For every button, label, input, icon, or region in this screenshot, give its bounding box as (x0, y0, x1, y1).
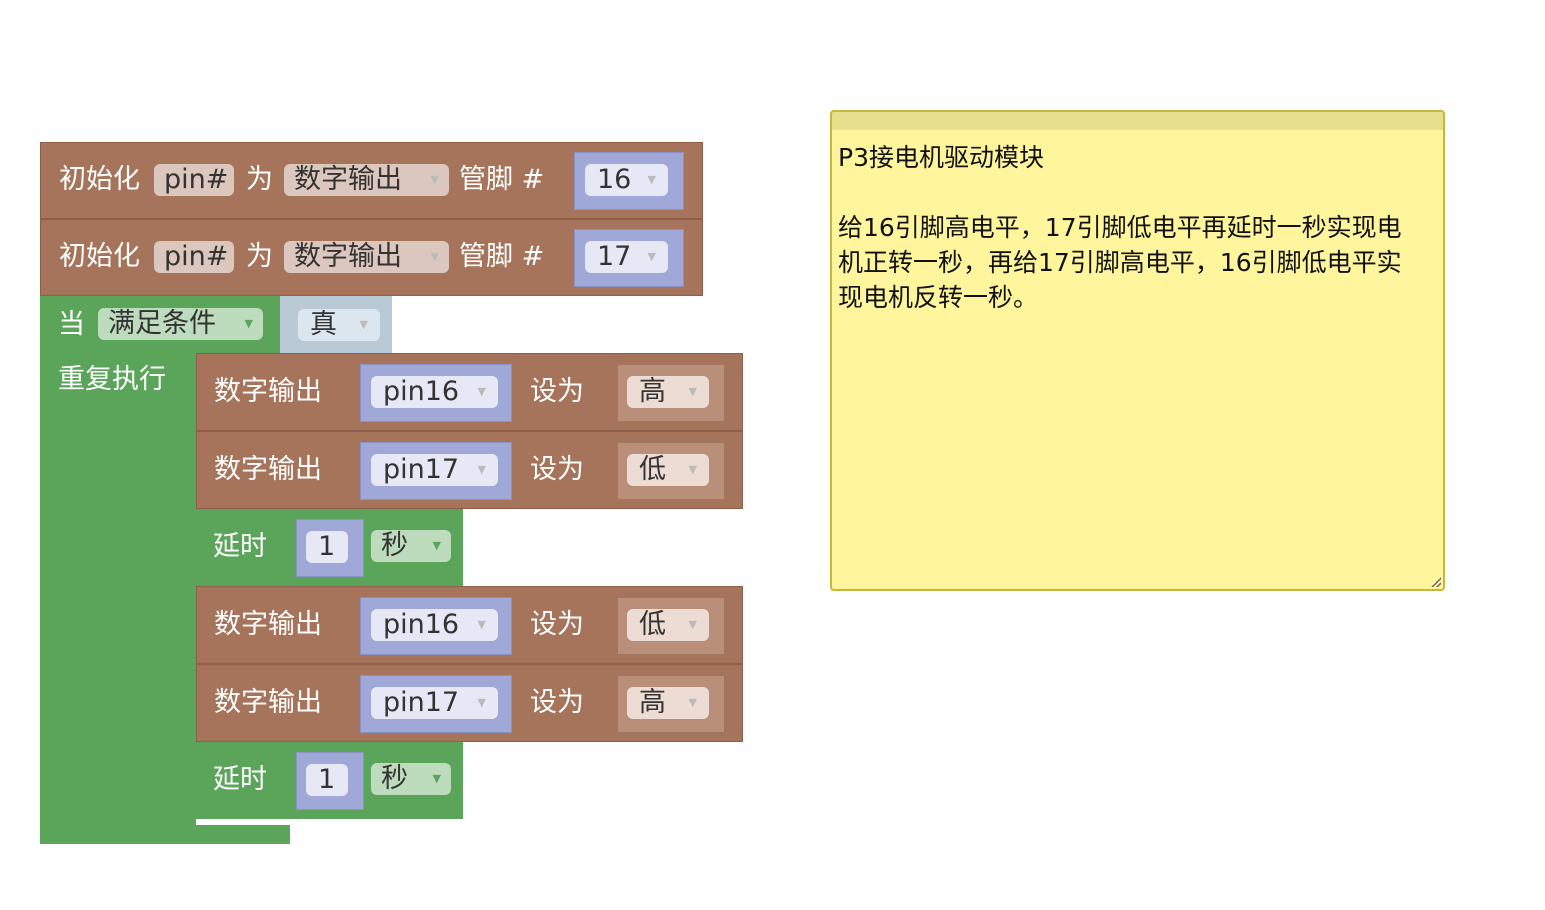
variable-dropdown[interactable]: pin# (154, 241, 234, 273)
as-label: 为 (246, 164, 273, 195)
comment-text[interactable]: P3接电机驱动模块 给16引脚高电平，17引脚低电平再延时一秒实现电机正转一秒，… (838, 143, 1402, 312)
digital-write-label: 数字输出 (214, 376, 322, 407)
variable-value: pin# (164, 164, 229, 195)
condition-dropdown[interactable]: 满足条件 ▼ (98, 308, 263, 340)
level-value: 低 (639, 454, 666, 485)
level-dropdown[interactable]: 低▼ (627, 454, 709, 486)
level-value: 高 (639, 376, 666, 407)
when-label: 当 (58, 309, 85, 340)
amount-value: 1 (318, 531, 336, 562)
level-value: 高 (639, 687, 666, 718)
mode-value: 数字输出 (294, 241, 402, 272)
variable-value: pin# (164, 241, 229, 272)
unit-dropdown[interactable]: 秒▼ (371, 530, 451, 562)
delay-block-1[interactable]: 延时 1 秒▼ (196, 509, 463, 586)
digital-write-label: 数字输出 (214, 609, 322, 640)
amount-value: 1 (318, 764, 336, 795)
init-block-1[interactable]: 初始化 pin# 为 数字输出 ▼ 管脚 # 16 ▼ (40, 142, 703, 219)
as-label: 为 (246, 241, 273, 272)
init-block-2[interactable]: 初始化 pin# 为 数字输出 ▼ 管脚 # 17 ▼ (40, 219, 703, 296)
digital-write-block-3[interactable]: 数字输出 pin16▼ 设为 低▼ (196, 586, 743, 664)
chevron-down-icon: ▼ (477, 385, 486, 398)
resize-handle-icon[interactable] (1431, 577, 1441, 587)
pin-label: 管脚 # (459, 241, 545, 272)
init-label: 初始化 (59, 241, 140, 272)
comment-note[interactable]: P3接电机驱动模块 给16引脚高电平，17引脚低电平再延时一秒实现电机正转一秒，… (830, 110, 1445, 591)
pin-dropdown[interactable]: 17 ▼ (585, 241, 668, 273)
chevron-down-icon: ▼ (477, 696, 486, 709)
pin-dropdown[interactable]: 16 ▼ (585, 164, 668, 196)
chevron-down-icon: ▼ (432, 772, 441, 785)
chevron-down-icon: ▼ (432, 539, 441, 552)
chevron-down-icon: ▼ (244, 317, 253, 330)
chevron-down-icon: ▼ (430, 173, 439, 186)
bool-dropdown[interactable]: 真▼ (298, 309, 380, 341)
mode-dropdown[interactable]: 数字输出 ▼ (284, 164, 449, 196)
digital-write-block-4[interactable]: 数字输出 pin17▼ 设为 高▼ (196, 664, 743, 742)
digital-write-label: 数字输出 (214, 687, 322, 718)
chevron-down-icon: ▼ (688, 696, 697, 709)
level-dropdown[interactable]: 低▼ (627, 609, 709, 641)
chevron-down-icon: ▼ (688, 385, 697, 398)
chevron-down-icon: ▼ (688, 618, 697, 631)
unit-value: 秒 (381, 763, 408, 794)
pin-dropdown[interactable]: pin17 ▼ (371, 687, 498, 719)
pin-value: 16 (597, 164, 632, 195)
pin-value: pin17 (383, 454, 460, 485)
unit-value: 秒 (381, 530, 408, 561)
loop-inner-edge (196, 819, 290, 825)
pin-value: 17 (597, 241, 632, 272)
bool-value: 真 (310, 309, 337, 340)
digital-write-label: 数字输出 (214, 454, 322, 485)
chevron-down-icon: ▼ (477, 618, 486, 631)
variable-dropdown[interactable]: pin# (154, 164, 234, 196)
chevron-down-icon: ▼ (647, 173, 656, 186)
unit-dropdown[interactable]: 秒▼ (371, 763, 451, 795)
level-dropdown[interactable]: 高▼ (627, 687, 709, 719)
pin-value: pin16 (383, 376, 460, 407)
chevron-down-icon: ▼ (647, 250, 656, 263)
set-to-label: 设为 (530, 687, 584, 718)
digital-write-block-2[interactable]: 数字输出 pin17▼ 设为 低▼ (196, 431, 743, 509)
comment-drag-bar[interactable] (832, 112, 1443, 130)
chevron-down-icon: ▼ (430, 250, 439, 263)
set-to-label: 设为 (530, 609, 584, 640)
do-label: 重复执行 (58, 364, 166, 395)
level-dropdown[interactable]: 高▼ (627, 376, 709, 408)
mode-value: 数字输出 (294, 164, 402, 195)
pin-dropdown[interactable]: pin16 ▼ (371, 376, 498, 408)
init-label: 初始化 (59, 164, 140, 195)
set-to-label: 设为 (530, 454, 584, 485)
condition-value: 满足条件 (108, 308, 216, 339)
mode-dropdown[interactable]: 数字输出 ▼ (284, 241, 449, 273)
amount-input[interactable]: 1 (306, 531, 348, 563)
level-value: 低 (639, 609, 666, 640)
pin-dropdown[interactable]: pin17 ▼ (371, 454, 498, 486)
while-loop-header: 当 满足条件 ▼ (40, 296, 290, 354)
amount-input[interactable]: 1 (306, 764, 348, 796)
chevron-down-icon: ▼ (477, 463, 486, 476)
delay-label: 延时 (213, 531, 267, 562)
pin-dropdown[interactable]: pin16 ▼ (371, 609, 498, 641)
delay-label: 延时 (213, 764, 267, 795)
pin-label: 管脚 # (459, 164, 545, 195)
digital-write-block-1[interactable]: 数字输出 pin16▼ 设为 高▼ (196, 353, 743, 431)
chevron-down-icon: ▼ (688, 463, 697, 476)
pin-value: pin16 (383, 609, 460, 640)
set-to-label: 设为 (530, 376, 584, 407)
chevron-down-icon: ▼ (359, 318, 368, 331)
delay-block-2[interactable]: 延时 1 秒▼ (196, 742, 463, 819)
pin-value: pin17 (383, 687, 460, 718)
